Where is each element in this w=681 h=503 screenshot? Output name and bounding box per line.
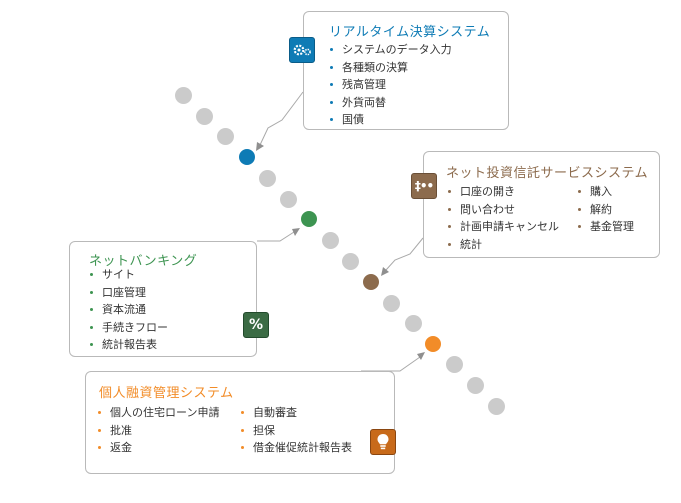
- fund-title: ネット投資信託サービスシステム: [446, 166, 649, 181]
- list-item: システムのデータ入力: [330, 41, 452, 59]
- list-item: 自動審査: [241, 404, 352, 422]
- timeline-dot-blue: [239, 149, 255, 165]
- list-item: 購入: [578, 183, 634, 201]
- list-item: 問い合わせ: [448, 201, 559, 219]
- personal-loan-box: 個人融資管理システム 個人の住宅ローン申請 批准 返金 自動審査 担保 借金催促…: [85, 371, 396, 474]
- list-item: 口座の開き: [448, 183, 559, 201]
- loan-list-right: 自動審査 担保 借金催促統計報告表: [241, 404, 352, 457]
- timeline-dot: [280, 191, 297, 208]
- timeline-dot: [217, 128, 234, 145]
- list-item: 基金管理: [578, 218, 634, 236]
- list-item: 担保: [241, 422, 352, 440]
- list-item: サイト: [90, 266, 168, 284]
- timeline-dot: [383, 295, 400, 312]
- timeline-dot: [342, 253, 359, 270]
- netbank-list: サイト 口座管理 資本流通 手続きフロー 統計報告表: [90, 266, 168, 354]
- timeline-dot: [488, 398, 505, 415]
- timeline-dot: [259, 170, 276, 187]
- lightbulb-icon: [370, 429, 396, 455]
- list-item: 残高管理: [330, 76, 452, 94]
- timeline-dot-brown: [363, 274, 379, 290]
- list-item: 個人の住宅ローン申請: [98, 404, 219, 422]
- net-banking-box: ネットバンキング サイト 口座管理 資本流通 手続きフロー 統計報告表 %: [69, 241, 269, 357]
- timeline-dot: [446, 356, 463, 373]
- list-item: 各種類の決算: [330, 59, 452, 77]
- list-item: 返金: [98, 439, 219, 457]
- list-item: 借金催促統計報告表: [241, 439, 352, 457]
- list-item: 外貨両替: [330, 94, 452, 112]
- realtime-list: システムのデータ入力 各種類の決算 残高管理 外貨両替 国債: [330, 41, 452, 129]
- timeline-dot: [175, 87, 192, 104]
- realtime-settlement-box: リアルタイム決算システム システムのデータ入力 各種類の決算 残高管理 外貨両替…: [289, 11, 509, 130]
- network-icon: ‡••: [411, 173, 437, 199]
- fund-list-right: 購入 解約 基金管理: [578, 183, 634, 236]
- netbank-title: ネットバンキング: [89, 254, 198, 269]
- timeline-dot: [196, 108, 213, 125]
- list-item: 統計報告表: [90, 336, 168, 354]
- list-item: 資本流通: [90, 301, 168, 319]
- list-item: 批准: [98, 422, 219, 440]
- timeline-dot: [405, 315, 422, 332]
- list-item: 口座管理: [90, 284, 168, 302]
- list-item: 手続きフロー: [90, 319, 168, 337]
- loan-title: 個人融資管理システム: [99, 386, 234, 401]
- fund-list-left: 口座の開き 問い合わせ 計画申請キャンセル 統計: [448, 183, 559, 253]
- loan-list-left: 個人の住宅ローン申請 批准 返金: [98, 404, 219, 457]
- timeline-dot-green: [301, 211, 317, 227]
- list-item: 解約: [578, 201, 634, 219]
- percent-icon: %: [243, 312, 269, 338]
- list-item: 統計: [448, 236, 559, 254]
- list-item: 国債: [330, 111, 452, 129]
- timeline-dot: [322, 232, 339, 249]
- fund-service-box: ‡•• ネット投資信託サービスシステム 口座の開き 問い合わせ 計画申請キャンセ…: [411, 151, 660, 258]
- gears-icon: [289, 37, 315, 63]
- timeline-dot-orange: [425, 336, 441, 352]
- timeline-dot: [467, 377, 484, 394]
- realtime-title: リアルタイム決算システム: [329, 25, 491, 40]
- list-item: 計画申請キャンセル: [448, 218, 559, 236]
